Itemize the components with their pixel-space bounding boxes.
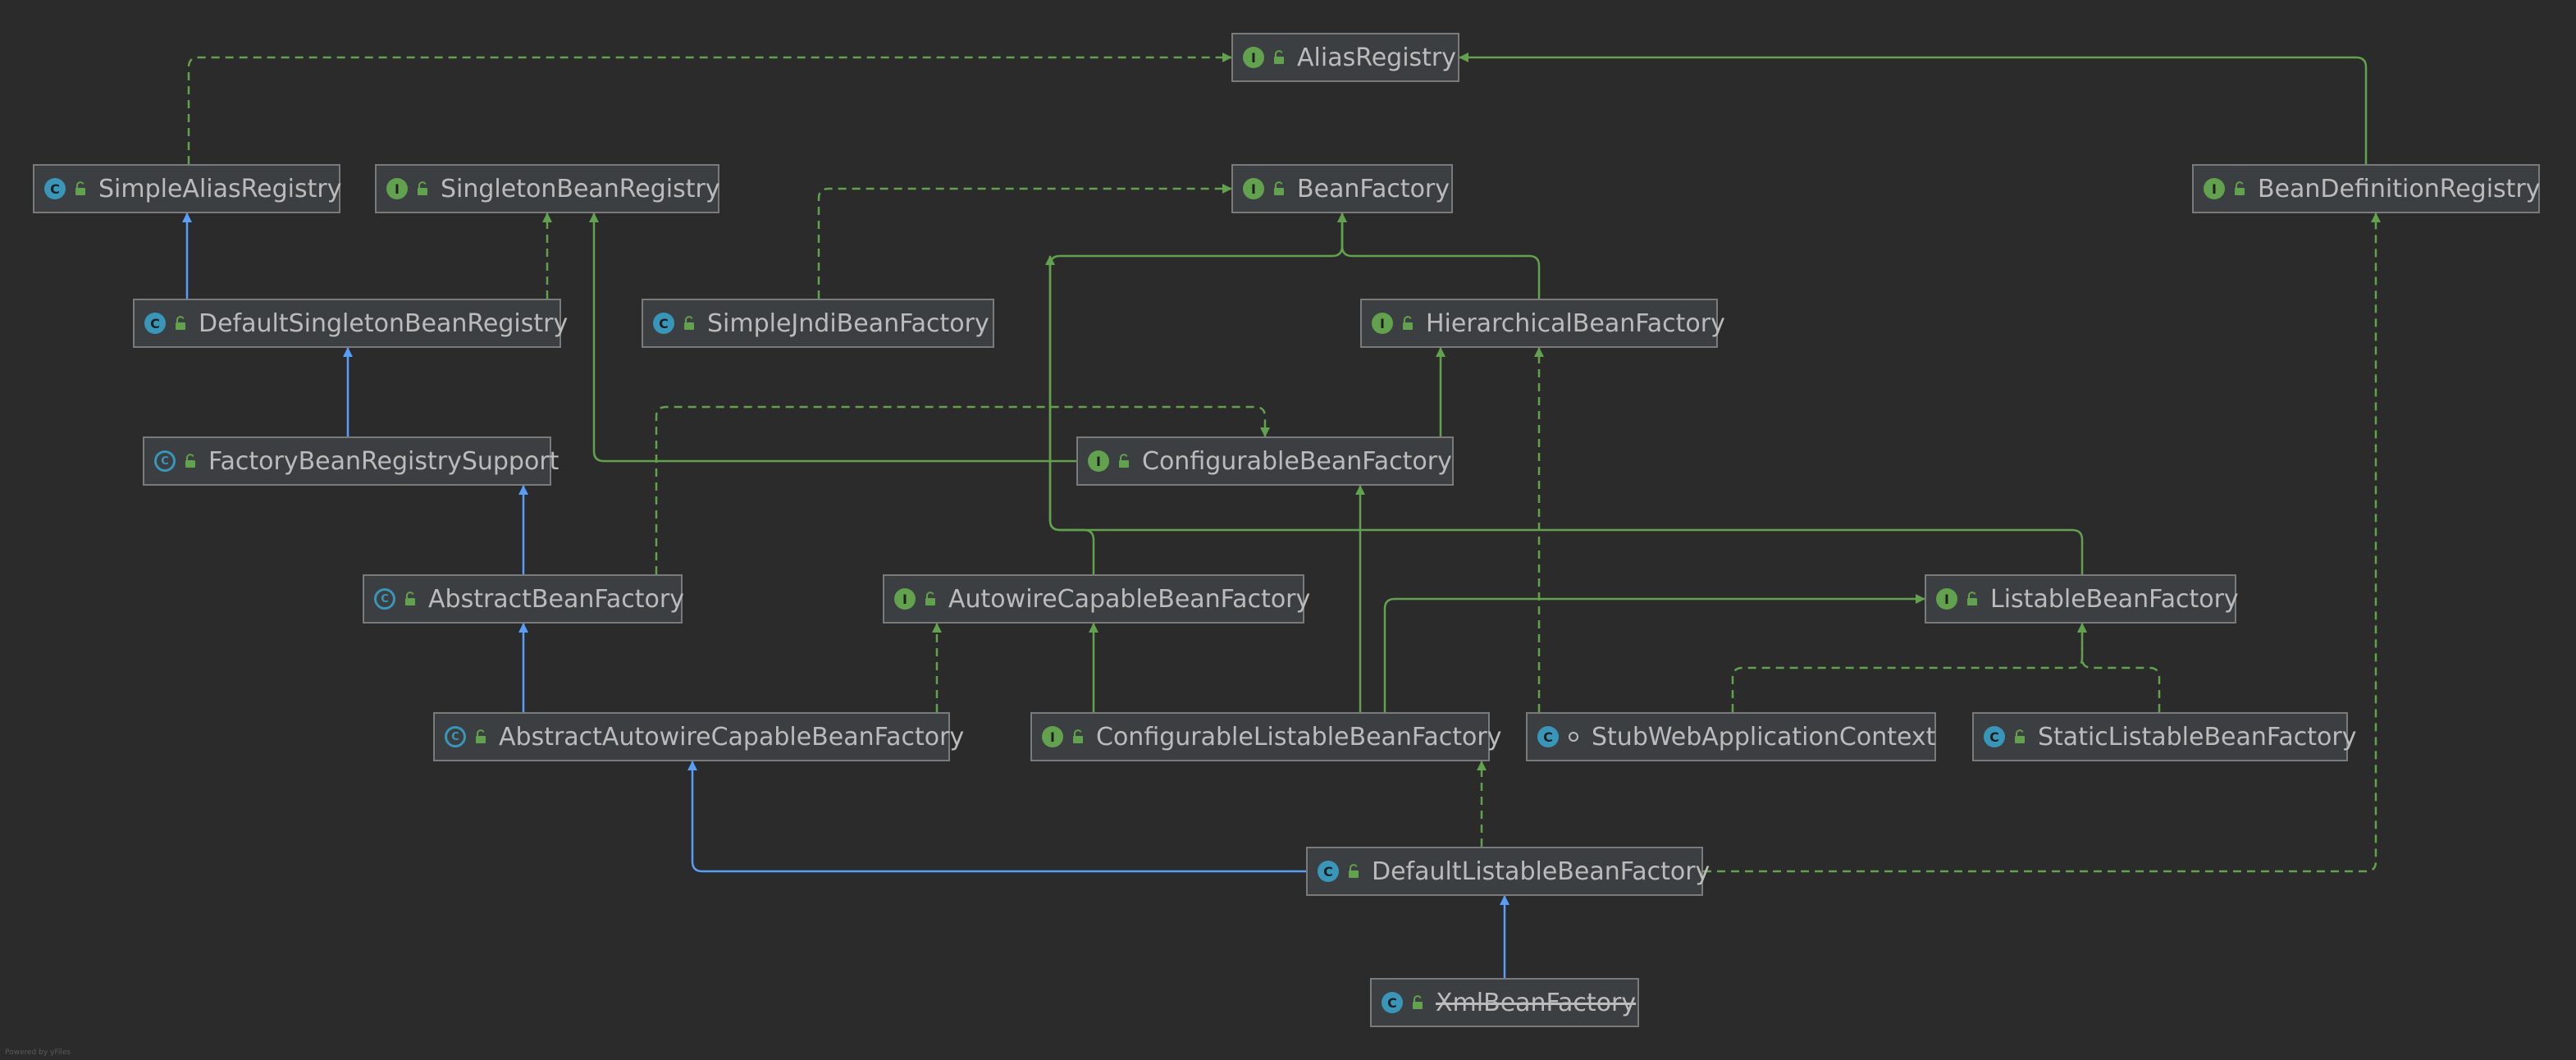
node-simple-jndi-bean-factory[interactable]: C SimpleJndiBeanFactory [642, 299, 994, 348]
node-label: AbstractBeanFactory [428, 584, 684, 614]
interface-icon: I [386, 178, 408, 199]
class-icon: C [653, 313, 674, 334]
public-lock-icon [1271, 49, 1287, 66]
edge-hierarchical-extends-beanfactory [1337, 212, 1541, 299]
interface-icon: I [1936, 588, 1957, 610]
node-abstract-bean-factory[interactable]: C AbstractBeanFactory [363, 574, 684, 624]
node-label: FactoryBeanRegistrySupport [208, 446, 560, 476]
footnote: Powered by yFiles [5, 1049, 71, 1057]
class-icon: C [1382, 992, 1403, 1013]
public-lock-icon [182, 453, 199, 469]
node-label: AutowireCapableBeanFactory [948, 584, 1311, 614]
node-label: AliasRegistry [1297, 43, 1457, 72]
abstract-class-icon: C [445, 726, 466, 747]
edge-configurablelistable-extends-listable [1383, 594, 1925, 712]
edge-defaultlistable-extends-abstractautowire [687, 761, 1306, 873]
node-configurable-listable-bean-factory[interactable]: I ConfigurableListableBeanFactory [1030, 712, 1502, 761]
public-lock-icon [2231, 180, 2248, 197]
edge-configurable-extends-singleton [589, 212, 1076, 463]
public-lock-icon [1345, 863, 1362, 880]
public-lock-icon [1400, 315, 1416, 331]
node-configurable-bean-factory[interactable]: I ConfigurableBeanFactory [1076, 436, 1454, 486]
edge-simplejndi-implements-beanfactory [817, 184, 1232, 299]
edge-abstractbeanfactory-implements-configurable [655, 405, 1270, 574]
interface-icon: I [1243, 47, 1264, 68]
edge-beandefinitionregistry-extends-aliasregistry [1459, 53, 2368, 164]
node-singleton-bean-registry[interactable]: I SingletonBeanRegistry [375, 164, 720, 213]
node-label: BeanFactory [1297, 174, 1450, 203]
node-default-singleton-bean-registry[interactable]: C DefaultSingletonBeanRegistry [133, 299, 568, 348]
interface-icon: I [2204, 178, 2225, 199]
public-lock-icon [1116, 453, 1132, 469]
public-lock-icon [473, 729, 489, 745]
node-static-listable-bean-factory[interactable]: C StaticListableBeanFactory [1972, 712, 2356, 761]
edge-defaultlistable-implements-beandefinition [1703, 212, 2381, 873]
node-autowire-capable-bean-factory[interactable]: I AutowireCapableBeanFactory [883, 574, 1310, 624]
edge-staticlistable-implements-listable [2077, 623, 2161, 712]
interface-icon: I [1372, 313, 1393, 334]
node-label: SingletonBeanRegistry [441, 174, 720, 203]
node-simple-alias-registry[interactable]: C SimpleAliasRegistry [33, 164, 342, 213]
class-icon: C [1984, 726, 2005, 747]
node-label: StaticListableBeanFactory [2038, 722, 2357, 752]
public-lock-icon [172, 315, 189, 331]
node-label: ConfigurableBeanFactory [1142, 446, 1452, 476]
class-icon: C [1318, 861, 1339, 882]
node-label: HierarchicalBeanFactory [1426, 308, 1725, 338]
interface-icon: I [1243, 178, 1264, 199]
abstract-class-icon: C [374, 588, 395, 610]
node-label: StubWebApplicationContext [1592, 722, 1936, 752]
public-lock-icon [1070, 729, 1086, 745]
interface-icon: I [894, 588, 916, 610]
node-bean-definition-registry[interactable]: I BeanDefinitionRegistry [2192, 164, 2541, 213]
public-lock-icon [1409, 994, 1426, 1011]
node-xml-bean-factory[interactable]: C XmlBeanFactory [1370, 978, 1639, 1027]
edge-stubweb-implements-listable [1731, 623, 2087, 712]
abstract-class-icon: C [154, 450, 176, 472]
node-label: DefaultSingletonBeanRegistry [199, 308, 569, 338]
node-label: DefaultListableBeanFactory [1372, 857, 1710, 886]
node-default-listable-bean-factory[interactable]: C DefaultListableBeanFactory [1306, 847, 1710, 896]
public-lock-icon [72, 180, 89, 197]
node-label: XmlBeanFactory [1436, 988, 1637, 1017]
public-lock-icon [2012, 729, 2028, 745]
class-icon: C [144, 313, 166, 334]
node-label: SimpleJndiBeanFactory [707, 308, 989, 338]
node-hierarchical-bean-factory[interactable]: I HierarchicalBeanFactory [1360, 299, 1725, 348]
node-label: SimpleAliasRegistry [98, 174, 342, 203]
node-listable-bean-factory[interactable]: I ListableBeanFactory [1925, 574, 2239, 624]
node-label: ListableBeanFactory [1990, 584, 2239, 614]
edge-simplealiasregistry-implements-aliasregistry [187, 53, 1232, 164]
public-lock-icon [681, 315, 697, 331]
node-label: BeanDefinitionRegistry [2258, 174, 2541, 203]
node-label: AbstractAutowireCapableBeanFactory [499, 722, 965, 752]
node-factory-bean-registry-support[interactable]: C FactoryBeanRegistrySupport [143, 436, 559, 486]
public-lock-icon [922, 591, 939, 607]
interface-icon: I [1042, 726, 1063, 747]
node-abstract-autowire-capable-bean-factory[interactable]: C AbstractAutowireCapableBeanFactory [433, 712, 964, 761]
edge-autowirecapable-extends-beanfactory [1045, 255, 1095, 574]
node-stub-web-application-context[interactable]: C StubWebApplicationContext [1526, 712, 1936, 761]
class-icon: C [1537, 726, 1559, 747]
class-icon: C [44, 178, 66, 199]
node-bean-factory[interactable]: I BeanFactory [1231, 164, 1453, 213]
public-lock-icon [1964, 591, 1980, 607]
public-lock-icon [414, 180, 431, 197]
node-label: ConfigurableListableBeanFactory [1096, 722, 1502, 752]
node-alias-registry[interactable]: I AliasRegistry [1231, 33, 1459, 82]
public-lock-icon [402, 591, 418, 607]
package-private-icon [1565, 729, 1582, 745]
interface-icon: I [1088, 450, 1109, 472]
edge-listable-extends-beanfactory [1048, 212, 2084, 574]
public-lock-icon [1271, 180, 1287, 197]
